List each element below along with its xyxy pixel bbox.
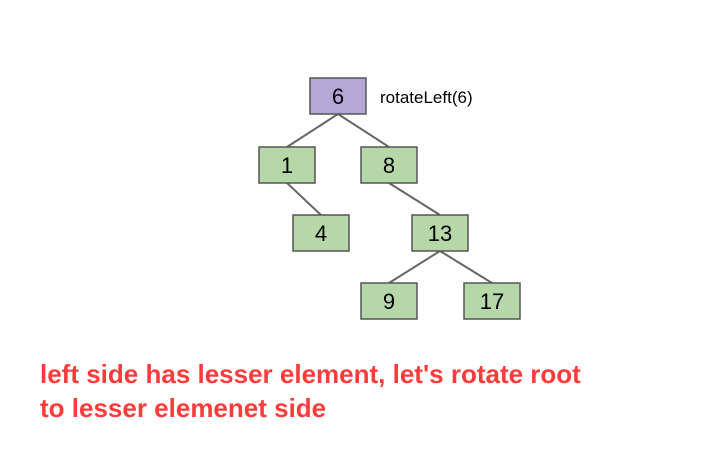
node-box xyxy=(258,146,316,184)
tree-node-17: 17 xyxy=(463,282,521,320)
node-value: 13 xyxy=(428,221,452,246)
edge-n6-n8 xyxy=(337,113,390,148)
nodes-layer: 6 1 8 4 13 9 17 xyxy=(258,77,521,320)
node-box xyxy=(463,282,521,320)
node-value: 4 xyxy=(315,221,327,246)
tree-node-4: 4 xyxy=(292,214,350,252)
tree-node-1: 1 xyxy=(258,146,316,184)
node-value: 1 xyxy=(281,153,293,178)
node-value: 17 xyxy=(480,289,504,314)
node-value: 8 xyxy=(383,153,395,178)
tree-node-6: 6 xyxy=(309,77,367,115)
node-box xyxy=(360,282,418,320)
node-box xyxy=(309,77,367,115)
tree-node-13: 13 xyxy=(411,214,469,252)
node-box xyxy=(411,214,469,252)
node-box xyxy=(360,146,418,184)
node-box xyxy=(292,214,350,252)
edge-n13-n9 xyxy=(388,250,441,284)
caption-line-1: left side has lesser element, let's rota… xyxy=(40,359,581,389)
rotate-left-label: rotateLeft(6) xyxy=(380,88,473,107)
tree-node-8: 8 xyxy=(360,146,418,184)
edge-n8-n13 xyxy=(388,182,441,216)
tree-node-9: 9 xyxy=(360,282,418,320)
caption: left side has lesser element, let's rota… xyxy=(40,357,690,425)
edge-n6-n1 xyxy=(286,113,339,148)
node-value: 6 xyxy=(332,84,344,109)
edge-n1-n4 xyxy=(286,182,322,216)
edge-n13-n17 xyxy=(439,250,493,284)
caption-line-2: to lesser elemenet side xyxy=(40,393,327,423)
edges-layer xyxy=(286,113,493,284)
node-value: 9 xyxy=(383,289,395,314)
